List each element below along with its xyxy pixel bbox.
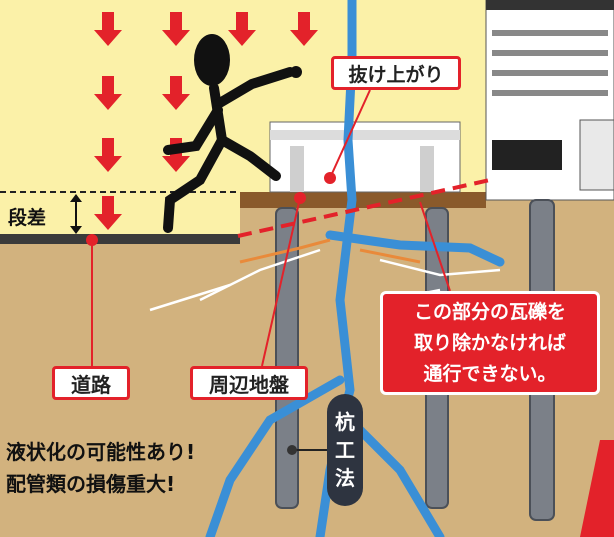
warning-line: 通行できない。 [423, 362, 557, 385]
warning-line: この部分の瓦礫を [413, 300, 566, 323]
leader-lines [91, 89, 451, 367]
building-left [269, 121, 461, 193]
note-line: 液状化の可能性あり! [6, 440, 196, 464]
step-label: 段差 [8, 207, 47, 229]
frame-corner [580, 440, 614, 537]
road-surface [0, 234, 240, 244]
road-label: 道路 [52, 366, 130, 400]
pile-marker [287, 445, 297, 455]
damaged-pipes [239, 238, 421, 264]
down-arrow-icon [94, 12, 318, 230]
note-line: 配管類の損傷重大! [6, 472, 176, 496]
pile-method-char: 杭 [335, 410, 355, 434]
liquefaction-note: 液状化の可能性あり! 配管類の損傷重大! [6, 436, 195, 500]
person-jumping-icon [163, 34, 302, 233]
building-right [485, 0, 614, 201]
pile-method-char: 法 [335, 466, 355, 490]
uplift-label: 抜け上がり [331, 56, 461, 90]
raised-slab [240, 192, 486, 208]
step-height-arrow [70, 194, 82, 234]
warning-box: この部分の瓦礫を 取り除かなければ 通行できない。 [380, 291, 600, 395]
pile-method-char: 工 [335, 438, 355, 462]
warning-line: 取り除かなければ [413, 331, 566, 354]
pile-method-label: 杭 工 法 [327, 394, 363, 506]
surrounding-ground-label: 周辺地盤 [190, 366, 308, 400]
